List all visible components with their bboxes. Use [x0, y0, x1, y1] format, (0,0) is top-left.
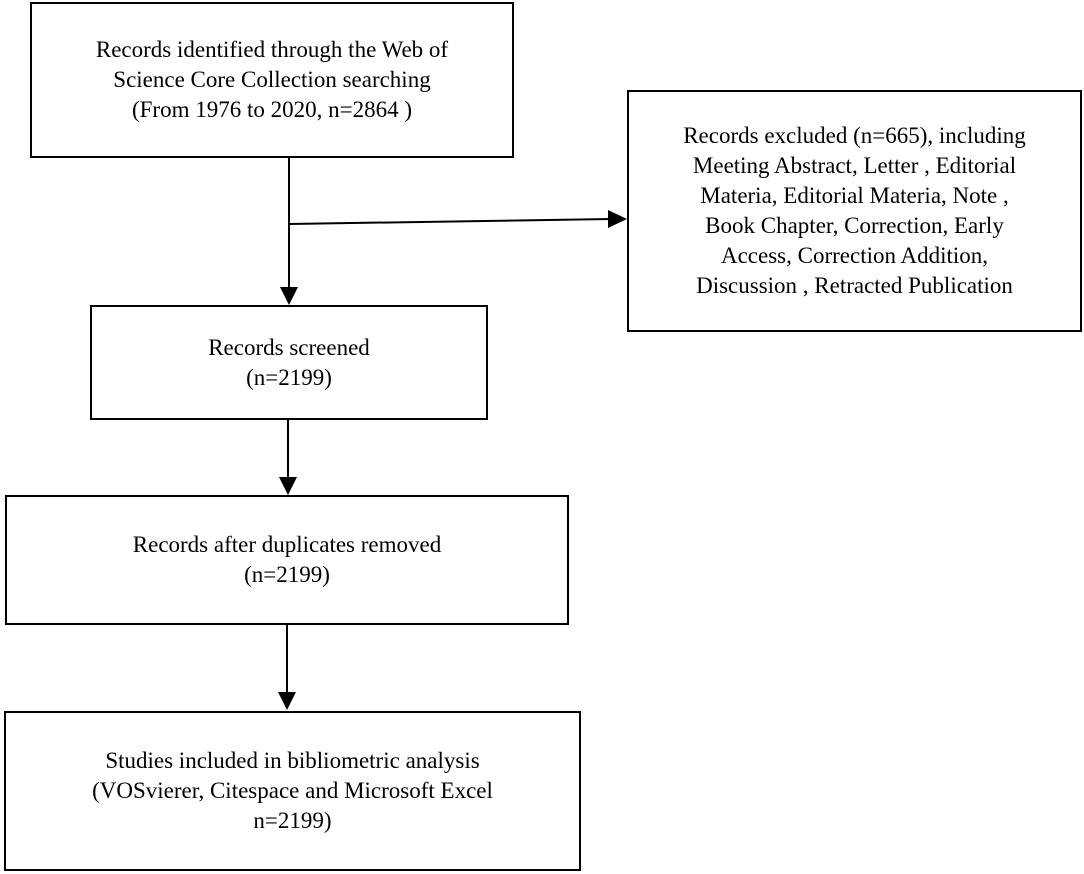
- node-text-line: (n=2199): [244, 562, 330, 587]
- node-text-line: n=2199): [253, 808, 332, 833]
- node-records-deduplicated: Records after duplicates removed (n=2199…: [5, 495, 569, 625]
- node-records-identified: Records identified through the Web of Sc…: [30, 2, 514, 158]
- node-text-line: Discussion , Retracted Publication: [696, 273, 1013, 298]
- arrowhead-included: [278, 692, 296, 710]
- node-studies-included: Studies included in bibliometric analysi…: [4, 711, 581, 871]
- node-text-line: Access, Correction Addition,: [720, 243, 988, 268]
- node-text-line: Records screened: [208, 334, 370, 360]
- node-records-excluded: Records excluded (n=665), including Meet…: [627, 90, 1082, 332]
- node-text-line: (From 1976 to 2020, n=2864 ): [131, 97, 412, 122]
- node-text-line: Materia, Editorial Materia, Note ,: [700, 183, 1009, 208]
- node-text-line: (n=2199): [246, 364, 332, 390]
- node-text-line: Book Chapter, Correction, Early: [705, 213, 1004, 238]
- arrowhead-deduplicated: [279, 477, 297, 495]
- node-text-line: (VOSvierer, Citespace and Microsoft Exce…: [92, 778, 493, 803]
- arrowhead-excluded: [608, 210, 627, 228]
- node-text-line: Records excluded (n=665), including: [683, 123, 1026, 148]
- node-text-line: Science Core Collection searching: [113, 67, 431, 92]
- node-text-line: Meeting Abstract, Letter , Editorial: [692, 153, 1017, 178]
- node-text-line: Records after duplicates removed: [132, 532, 442, 557]
- node-records-screened: Records screened (n=2199): [90, 305, 488, 420]
- node-text-line: Records identified through the Web of: [95, 37, 449, 62]
- arrow-branch-to-excluded: [288, 218, 613, 225]
- node-text-line: Studies included in bibliometric analysi…: [105, 748, 480, 773]
- arrowhead-screened: [280, 287, 298, 305]
